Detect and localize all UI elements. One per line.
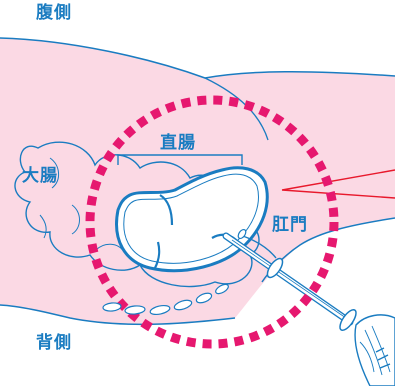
indicator-line [281,169,395,199]
rectum-inner [123,173,259,264]
ventral-skin-line [0,37,395,79]
colon-fold-2 [71,204,80,235]
rectum-bracket [117,154,243,165]
rectal-fold-1 [159,194,174,226]
anus-label: 肛門 [272,215,308,235]
dorsal-skin-line [0,304,236,326]
colon-label: 大腸 [22,166,58,186]
rectal-fold-2 [154,241,161,269]
colon-fold-4 [39,214,47,239]
stool-pellets [102,283,229,316]
enema-tube [222,228,357,331]
ventral-label: 腹側 [36,3,72,23]
colon-fold-1 [49,157,59,189]
rectum-label: 直腸 [160,133,196,153]
enema-bottle [354,314,395,386]
highlight-circle [85,95,339,349]
dorsal-label: 背側 [36,333,72,353]
